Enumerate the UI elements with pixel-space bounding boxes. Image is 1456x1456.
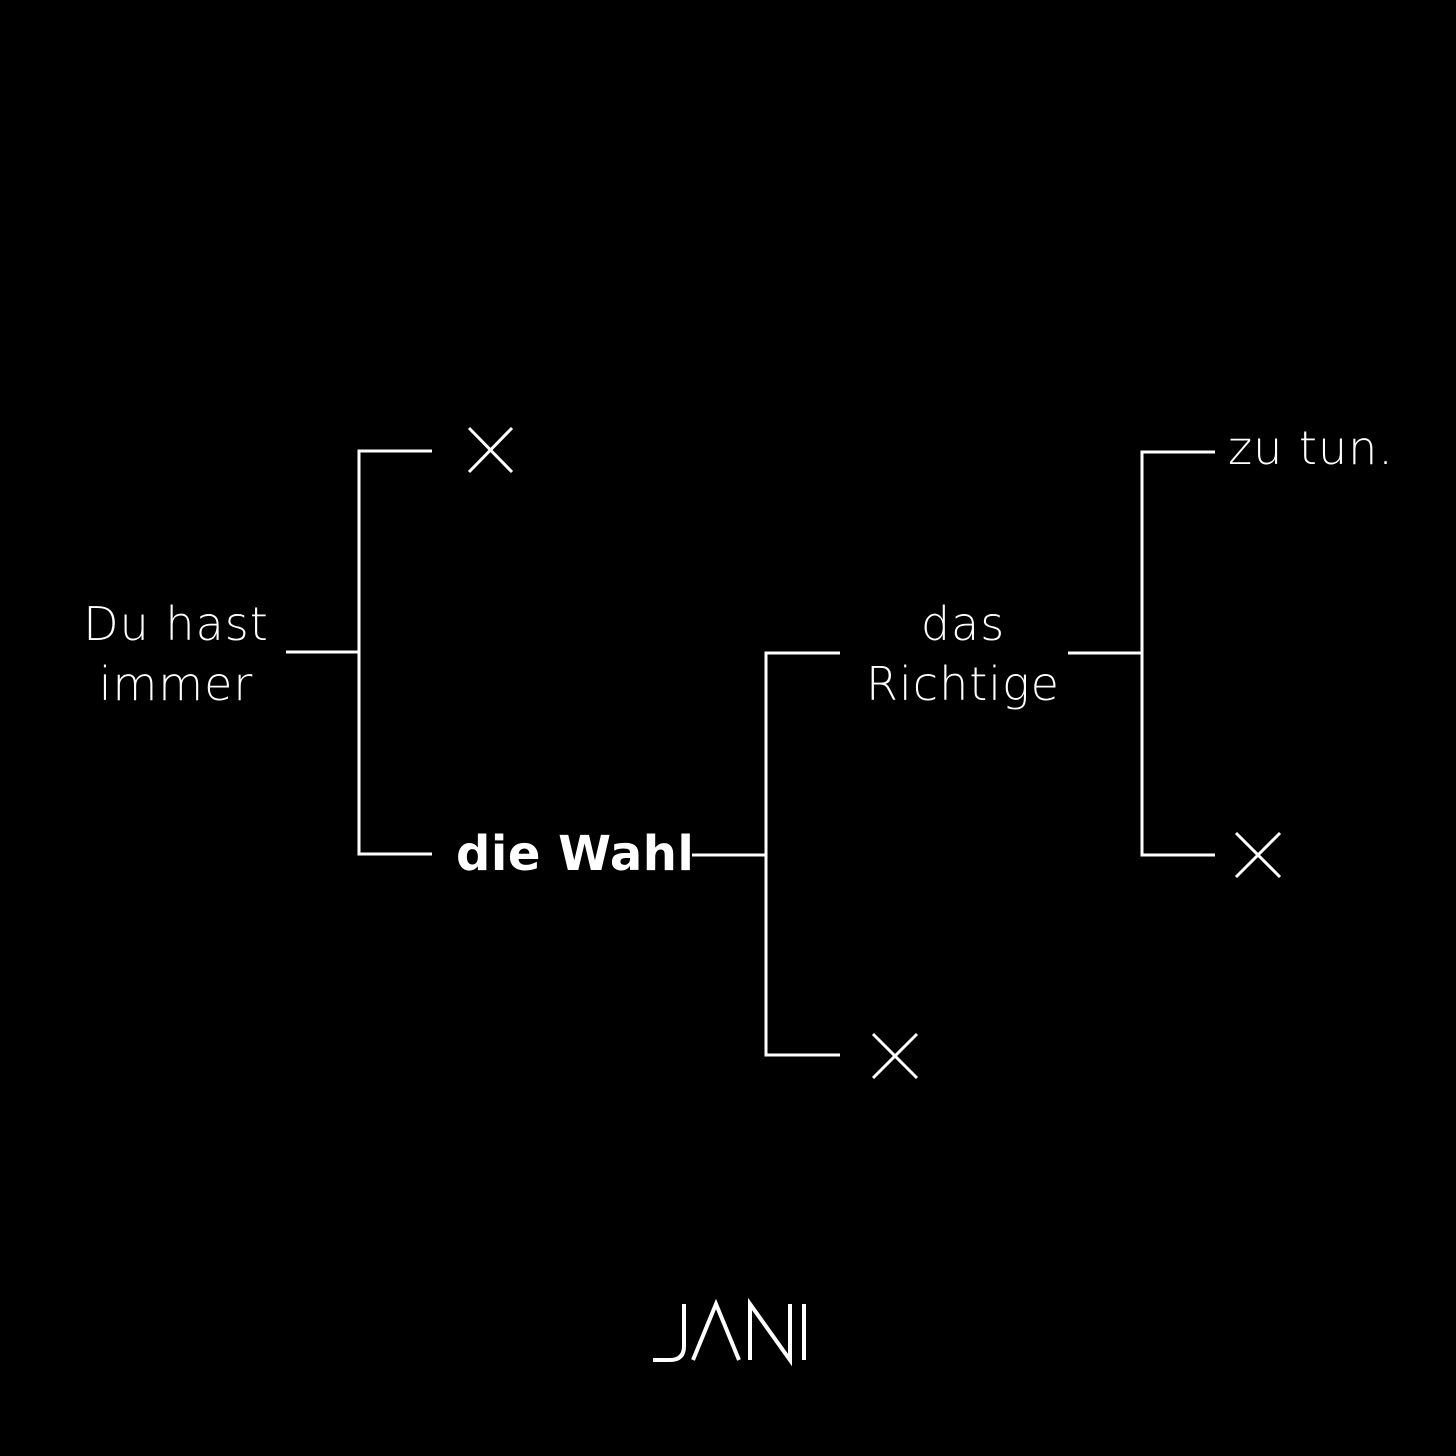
bracket-richtige [1140,450,1215,857]
end-node-label: zu tun. [1228,421,1394,475]
right-thing-node-label: das Richtige [856,594,1070,714]
bracket-choice [764,651,840,1057]
x-mark-icon [871,1032,919,1080]
root-line-1: Du hast [83,597,269,651]
right-thing-line-1: das [920,597,1006,651]
right-thing-line-2: Richtige [866,657,1060,711]
choice-node-label: die Wahl [456,826,695,882]
root-line-2: immer [98,657,254,711]
bracket-root [357,449,432,856]
x-mark-icon [1234,831,1282,879]
jani-logo [653,1297,806,1367]
x-mark-icon [467,426,514,474]
root-node-label: Du hast immer [60,594,292,714]
